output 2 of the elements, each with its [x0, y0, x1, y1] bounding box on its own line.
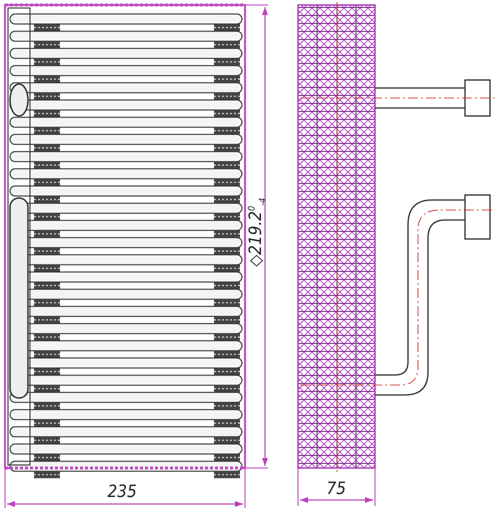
dimension-label: 75 [326, 480, 346, 498]
dimension-label: 235 [108, 484, 137, 500]
